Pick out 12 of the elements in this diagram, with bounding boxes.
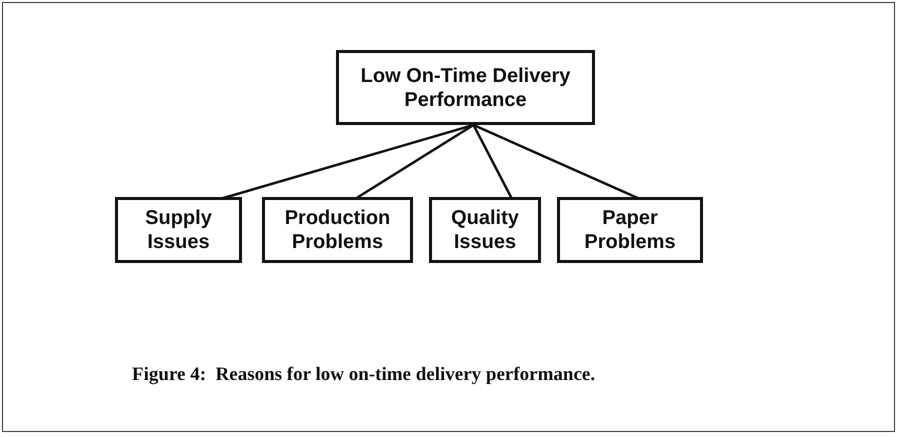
box-label: Paper Problems [583, 206, 677, 254]
category-box [557, 197, 703, 263]
figure-caption: Figure 4: Reasons for low on-time delivery performance. [132, 364, 596, 386]
category-box [262, 197, 413, 263]
box-label: Production Problems [284, 206, 392, 254]
box-label: Quality Issues [450, 206, 520, 254]
box-label: Supply Issues [144, 206, 213, 254]
category-box [336, 50, 595, 125]
connector-line [472, 124, 514, 200]
category-box [429, 197, 541, 263]
category-box [115, 197, 242, 263]
box-label: Low On-Time Delivery Performance [360, 64, 572, 112]
